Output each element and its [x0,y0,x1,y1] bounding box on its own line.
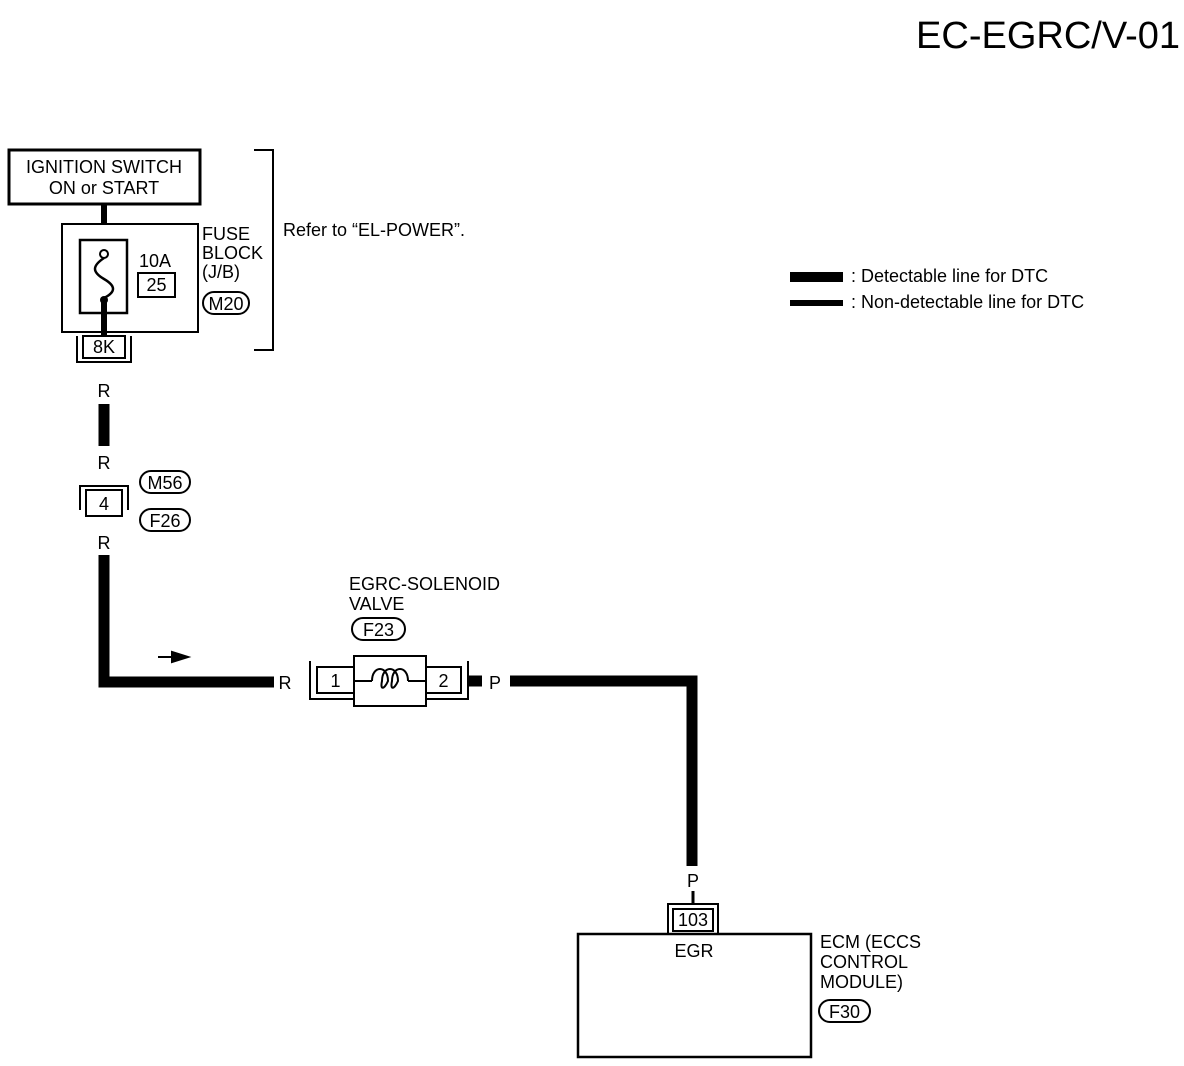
ecm-box [576,932,813,1059]
ignition-switch: IGNITION SWITCH ON or START [7,148,202,206]
refer-note: Refer to “EL-POWER”. [283,220,465,240]
fuse-block: 10A 25 FUSE BLOCK (J/B) M20 [61,223,263,336]
ecm-name-line3: MODULE) [820,972,903,992]
fuse-connector-label: M20 [208,294,243,314]
wire-color-valve-out: P [489,673,501,693]
ecm-connector-badge [818,999,871,1023]
legend-detectable-label: : Detectable line for DTC [851,266,1048,286]
terminal-8k: 8K [76,335,132,363]
joint-lower-connector: F26 [149,511,180,531]
fuse-symbol-icon [93,256,115,300]
valve-connector-label: F23 [363,620,394,640]
joint-terminal-label: 4 [99,494,109,514]
joint-upper-connector: M56 [147,473,182,493]
ignition-switch-line1: IGNITION SWITCH [26,157,182,177]
coil-icon [371,668,409,689]
wire-valve-to-ecm [510,675,698,866]
legend-non-detectable-swatch [790,300,843,306]
legend: : Detectable line for DTC : Non-detectab… [790,266,1084,312]
wire-color-joint-in: R [98,453,111,473]
valve-name-line2: VALVE [349,594,404,614]
legend-non-detectable-label: : Non-detectable line for DTC [851,292,1084,312]
fuse-connector-badge [202,291,250,315]
valve-name-line1: EGRC-SOLENOID [349,574,500,594]
valve-pin-in: 1 [330,671,340,691]
fuse-block-label-2: BLOCK [202,243,263,263]
fuse-block-label-3: (J/B) [202,262,240,282]
ecm-name-line1: ECM (ECCS [820,932,921,952]
ignition-switch-line2: ON or START [49,178,159,198]
ecm-terminal: 103 [678,910,708,930]
terminal-8k-label: 8K [93,337,115,357]
ecm-connector-label: F30 [829,1002,860,1022]
wire-color-fuse-out: R [98,381,111,401]
wire-color-valve-in: R [279,673,292,693]
joint-connector: 4 M56 F26 [79,470,191,532]
ecm-name-line2: CONTROL [820,952,908,972]
valve-pin-out: 2 [438,671,448,691]
fuse-number: 25 [146,275,166,295]
wire-color-joint-out: R [98,533,111,553]
page-code: EC-EGRC/V-01 [916,15,1180,57]
fuse-rating: 10A [139,251,171,271]
wire-color-ecm-in: P [687,871,699,891]
current-direction-arrow-icon [158,650,192,664]
ecm: 103 EGR ECM (ECCS CONTROL MODULE) F30 [576,903,921,1059]
valve-connector-badge [351,617,406,641]
fuse-block-label-1: FUSE [202,224,250,244]
joint-lower-badge [139,508,191,532]
ecm-terminal-name: EGR [674,941,713,961]
ignition-bracket [254,149,274,351]
legend-detectable-swatch [790,272,843,282]
wire-joint-to-valve [98,555,274,688]
joint-upper-badge [139,470,191,494]
egrc-solenoid-valve: EGRC-SOLENOID VALVE F23 1 2 [309,574,500,707]
